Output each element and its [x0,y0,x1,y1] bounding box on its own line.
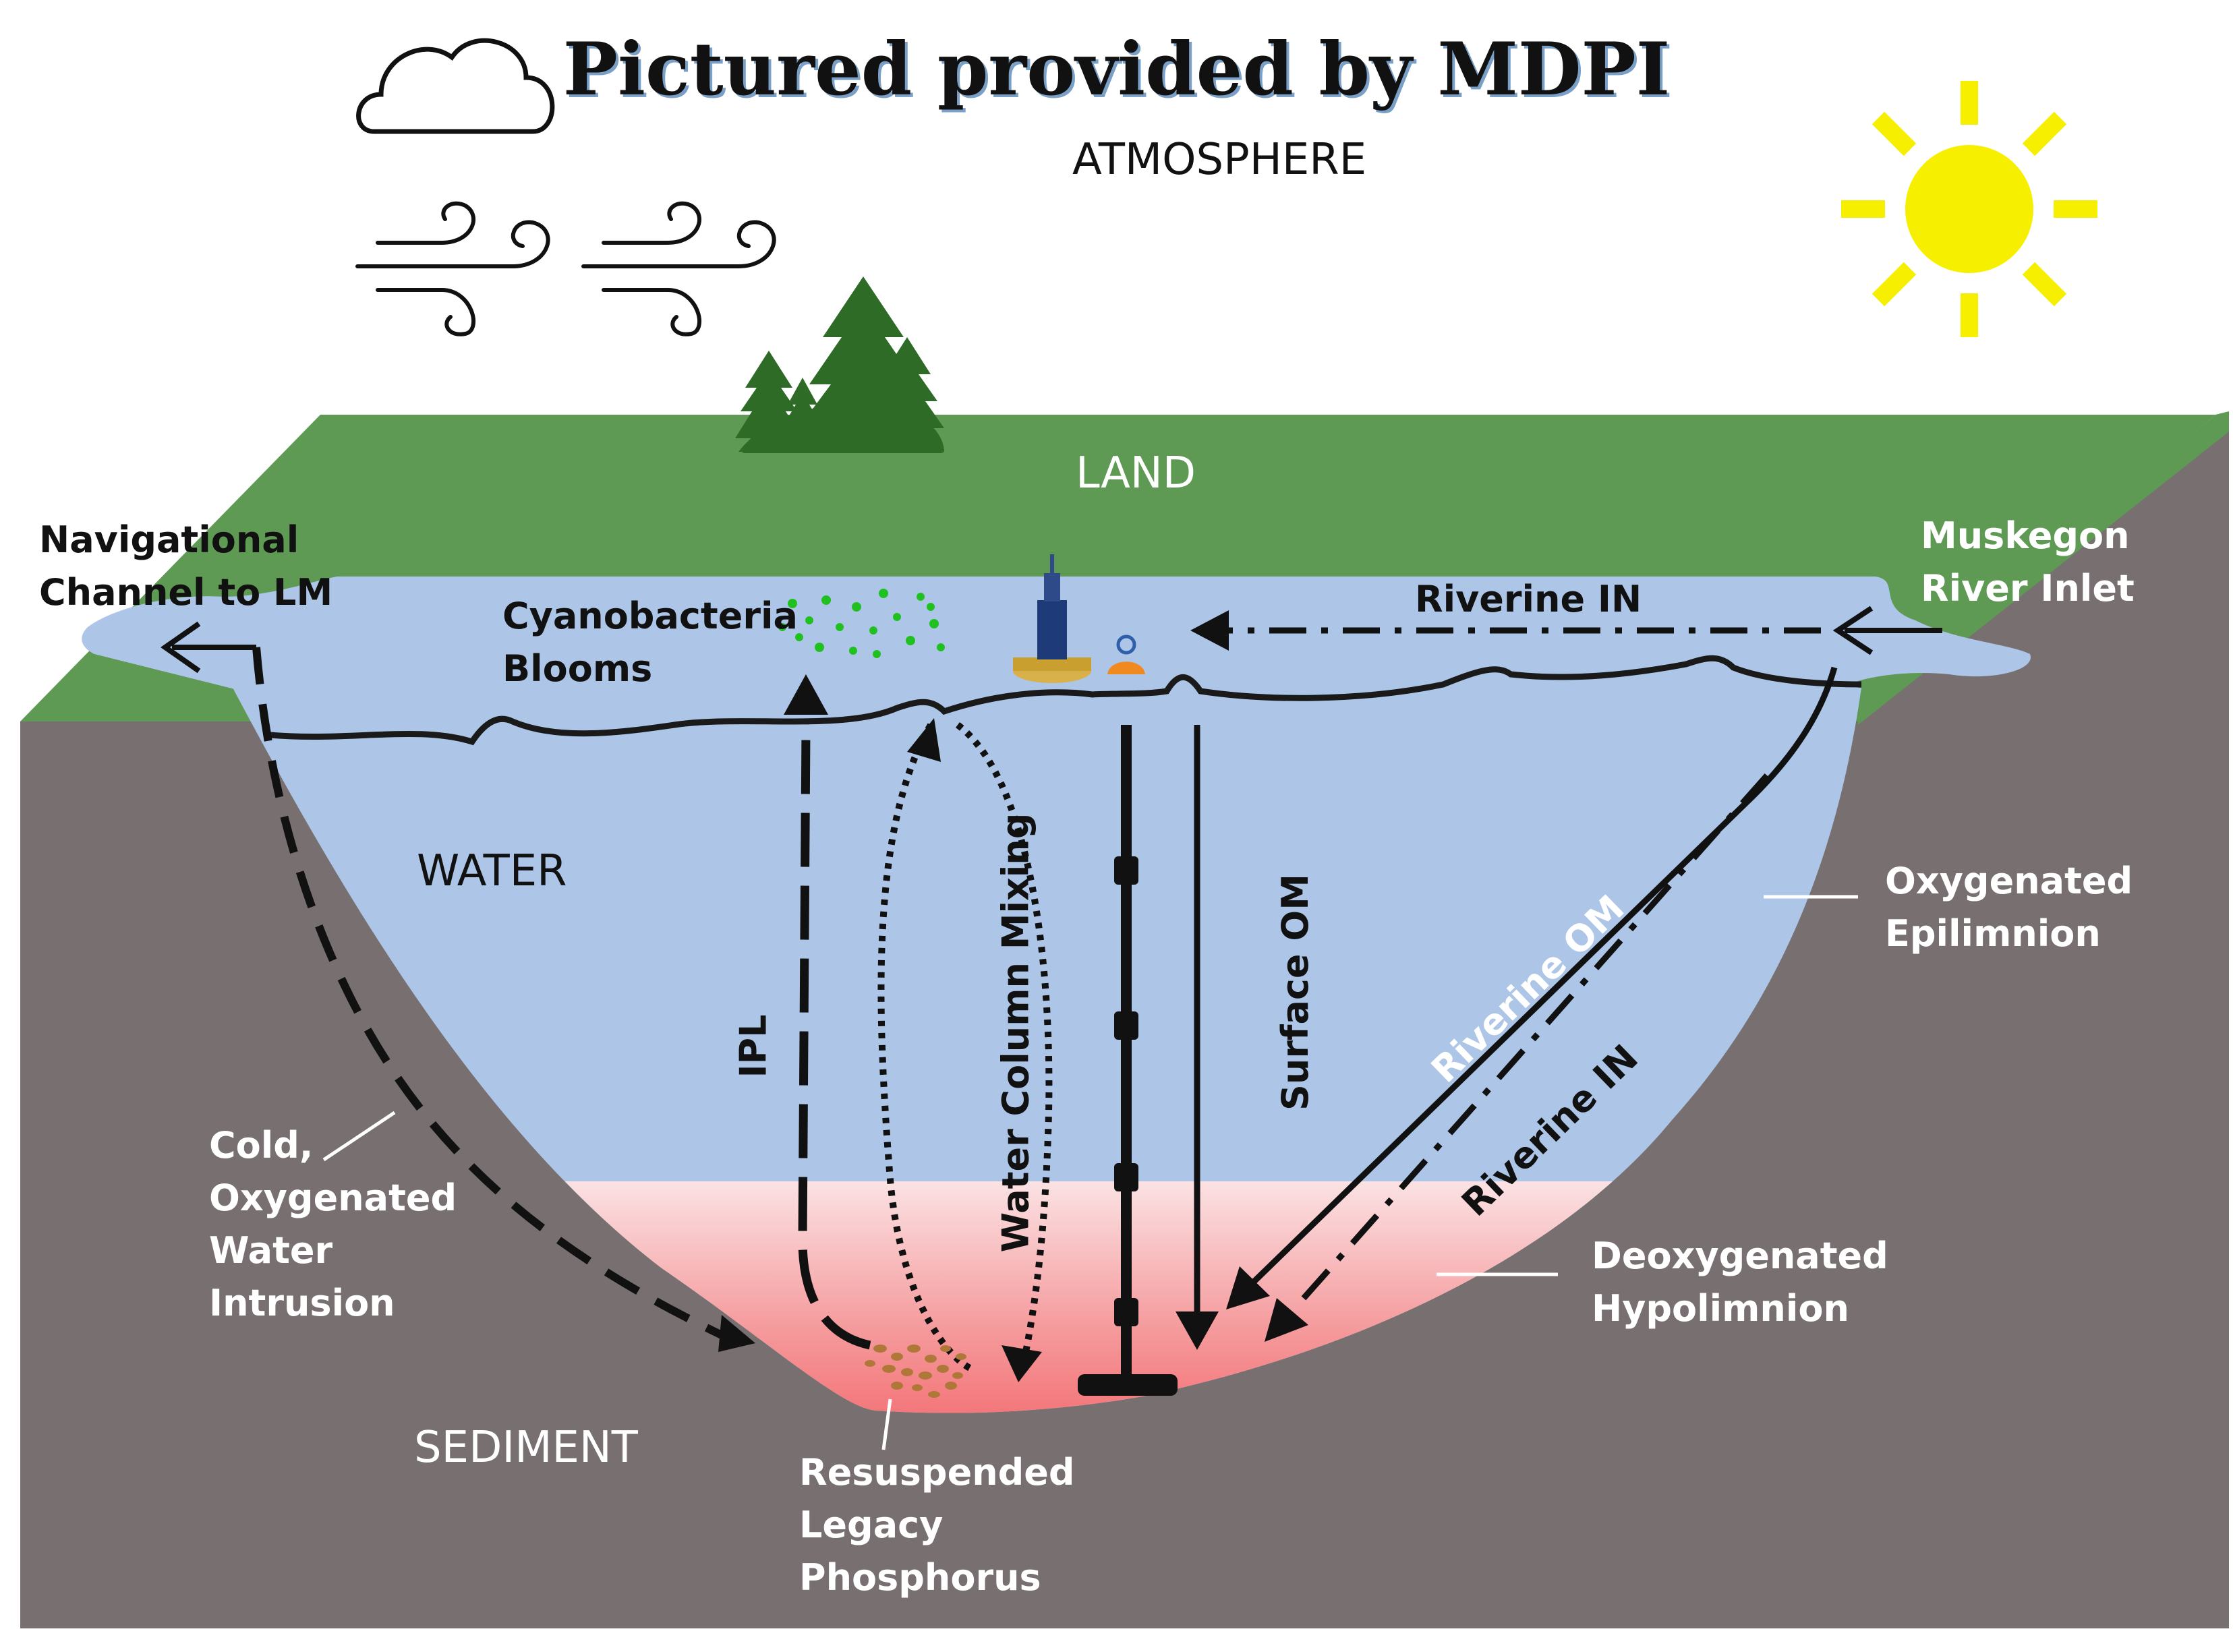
surface-om-label: Surface OM [1273,874,1316,1111]
hill-icon [742,421,944,453]
sun-icon [1841,81,2097,337]
algae-particles [778,589,945,658]
leader-lines [322,895,1858,1450]
phosphorus-particles [865,1345,966,1398]
water-surface-line [269,655,1862,746]
ipl-arrow [784,674,871,1350]
muskegon-inlet-arrow [1832,606,1942,655]
person-icon [1107,635,1145,674]
wind-icon [355,201,776,336]
riverine-in-surface-label: Riverine IN [1415,578,1642,620]
diagram-title: Pictured provided by MDPI [562,27,1671,112]
water-column-mixing-arrow [877,718,1053,1382]
zone-atmosphere-label: ATMOSPHERE [1072,135,1367,185]
nav-channel-arrow [161,621,256,674]
water-column-mixing-label: Water Column Mixing [994,813,1037,1253]
riverine-om-arrow [1226,666,1838,1309]
ipl-label: IPL [732,1014,775,1078]
cloud-icon [356,38,555,134]
riverine-in-diagonal-arrow [1265,773,1770,1342]
buoy-icon [1013,554,1091,683]
sensor-mooring-icon [1078,725,1178,1396]
zone-water-label: WATER [417,846,567,896]
riverine-in-surface-arrow [1190,610,1821,651]
surface-om-arrow [1176,725,1219,1350]
zone-land-label: LAND [1076,448,1196,498]
zone-sediment-label: SEDIMENT [414,1423,638,1473]
cold-intrusion-arrow [252,647,755,1352]
